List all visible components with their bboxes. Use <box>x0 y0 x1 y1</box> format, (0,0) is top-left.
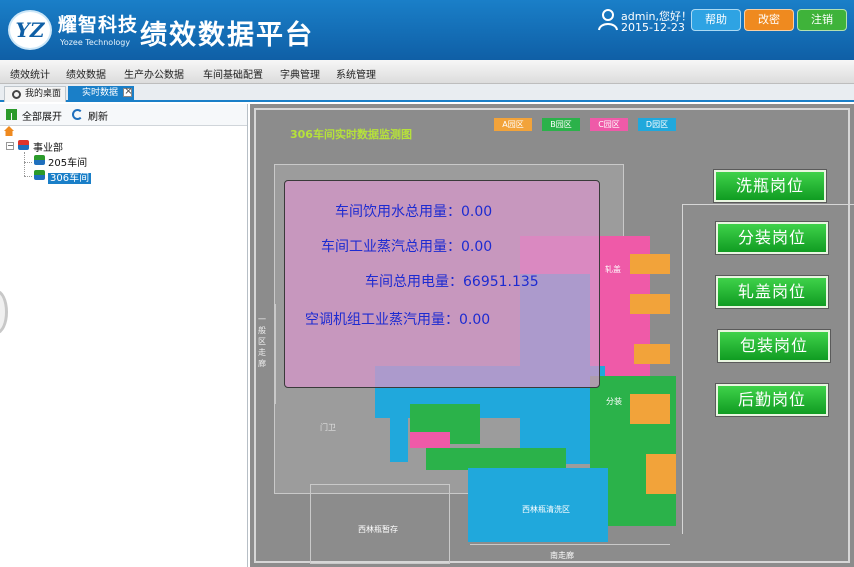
tree-node-306[interactable]: 306车间 <box>34 169 92 184</box>
station-bottle-washing[interactable]: 洗瓶岗位 <box>714 170 826 202</box>
zone-capping-label: 轧盖 <box>605 265 621 274</box>
menu-workshop-config[interactable]: 车间基础配置 <box>203 70 263 81</box>
tree-node-label: 205车间 <box>48 158 88 169</box>
change-password-button[interactable]: 改密 <box>744 9 794 31</box>
workshop-icon <box>34 155 45 165</box>
tree-connector <box>24 152 25 176</box>
zone-c-block <box>410 432 450 448</box>
app-title: 绩效数据平台 <box>140 20 314 51</box>
tab-my-desktop[interactable]: 我的桌面 <box>4 86 66 102</box>
metric-hvac-steam: 空调机组工业蒸汽用量：0.00 <box>305 309 490 329</box>
metric-label: 车间工业蒸汽总用量： <box>321 239 461 255</box>
panel-resize-handle[interactable] <box>0 290 8 334</box>
metric-electricity: 车间总用电量：66951.135 <box>365 271 539 291</box>
metrics-overlay: 车间饮用水总用量：0.00 车间工业蒸汽总用量：0.00 车间总用电量：6695… <box>284 180 600 388</box>
logo-mark: YZ <box>15 18 45 42</box>
wash-area-label: 西林瓶清洗区 <box>522 505 570 514</box>
map-frame <box>254 108 850 563</box>
metric-value: 0.00 <box>461 239 493 255</box>
company-logo: YZ <box>8 10 52 50</box>
tree-connector <box>24 176 32 177</box>
south-corridor <box>470 544 670 567</box>
tree-toolbar: 全部展开 刷新 <box>0 104 247 126</box>
zone-a-block <box>630 294 670 314</box>
tab-strip: 我的桌面 实时数据 <box>0 84 854 102</box>
menu-performance-stats[interactable]: 绩效统计 <box>10 70 50 81</box>
app-header: YZ 耀智科技 Yozee Technology 绩效数据平台 admin,您好… <box>0 0 854 60</box>
refresh-button[interactable]: 刷新 <box>72 108 108 123</box>
wall-line <box>682 204 683 534</box>
legend-zone-c: C园区 <box>590 118 628 131</box>
left-tree-panel: 全部展开 刷新 − 事业部 205车间 306车间 <box>0 104 248 567</box>
department-icon <box>18 140 29 150</box>
logout-button[interactable]: 注销 <box>797 9 847 31</box>
brand-name: 耀智科技 <box>58 14 139 36</box>
legend-zone-a: A园区 <box>494 118 532 131</box>
menu-performance-data[interactable]: 绩效数据 <box>66 70 106 81</box>
metric-drinking-water: 车间饮用水总用量：0.00 <box>335 201 492 221</box>
south-corridor-label: 南走廊 <box>550 551 574 560</box>
expand-icon <box>6 109 17 120</box>
zone-b-block <box>426 448 566 470</box>
refresh-icon <box>72 109 83 120</box>
close-icon[interactable] <box>123 85 133 99</box>
station-logistics[interactable]: 后勤岗位 <box>716 384 828 416</box>
metric-value: 66951.135 <box>463 274 539 290</box>
wash-area <box>468 468 608 542</box>
zone-d-block <box>390 402 408 462</box>
tree-node-205[interactable]: 205车间 <box>34 154 87 169</box>
station-packaging[interactable]: 包装岗位 <box>718 330 830 362</box>
zone-a-block <box>634 344 670 364</box>
expand-all-button[interactable]: 全部展开 <box>6 108 62 123</box>
zone-a-block <box>646 454 676 494</box>
menu-system[interactable]: 系统管理 <box>336 70 376 81</box>
menu-dictionary[interactable]: 字典管理 <box>280 70 320 81</box>
station-capping[interactable]: 轧盖岗位 <box>716 276 828 308</box>
home-icon <box>4 126 14 136</box>
current-date: 2015-12-23 <box>621 21 685 34</box>
metric-label: 车间饮用水总用量： <box>335 204 461 220</box>
wall-line <box>682 204 854 205</box>
storage-label: 西林瓶暂存 <box>358 525 398 534</box>
corridor-label: 一般区走廊 <box>258 315 266 368</box>
tree-node-label: 事业部 <box>33 143 63 154</box>
metric-label: 车间总用电量： <box>365 274 463 290</box>
gate-label: 门卫 <box>320 423 336 432</box>
metric-label: 空调机组工业蒸汽用量： <box>305 312 459 328</box>
metric-industrial-steam: 车间工业蒸汽总用量：0.00 <box>321 236 492 256</box>
zone-a-block <box>630 394 670 424</box>
main-menu: 绩效统计 绩效数据 生产办公数据 车间基础配置 字典管理 系统管理 <box>0 60 854 84</box>
help-button[interactable]: 帮助 <box>691 9 741 31</box>
menu-production-office-data[interactable]: 生产办公数据 <box>124 70 184 81</box>
brand-subtitle: Yozee Technology <box>60 38 131 47</box>
gear-icon <box>12 90 21 99</box>
tab-realtime-data[interactable]: 实时数据 <box>68 85 134 102</box>
map-title: 306车间实时数据监测图 <box>290 128 412 141</box>
tree-node-root[interactable]: 事业部 <box>18 139 63 154</box>
workshop-icon <box>34 170 45 180</box>
metric-value: 0.00 <box>461 204 493 220</box>
user-icon <box>598 9 618 31</box>
tab-label: 实时数据 <box>82 88 119 98</box>
corridor-wall <box>254 304 276 404</box>
expand-all-label: 全部展开 <box>22 112 62 123</box>
refresh-label: 刷新 <box>88 112 108 123</box>
zone-a-block <box>630 254 670 274</box>
user-greeting: admin,您好！ <box>621 10 692 23</box>
storage-room <box>310 484 450 564</box>
legend-zone-b: B园区 <box>542 118 580 131</box>
tree-connector <box>24 162 32 163</box>
legend-zone-d: D园区 <box>638 118 676 131</box>
tab-label: 我的桌面 <box>25 89 62 99</box>
tree-collapse-toggle[interactable]: − <box>6 141 14 150</box>
station-filling[interactable]: 分装岗位 <box>716 222 828 254</box>
zone-filling-label: 分装 <box>606 397 622 406</box>
metric-value: 0.00 <box>459 312 491 328</box>
realtime-map-panel: 306车间实时数据监测图 A园区 B园区 C园区 D园区 一般区走廊 门卫 西林… <box>250 104 854 567</box>
tree-node-label-selected: 306车间 <box>48 173 92 184</box>
